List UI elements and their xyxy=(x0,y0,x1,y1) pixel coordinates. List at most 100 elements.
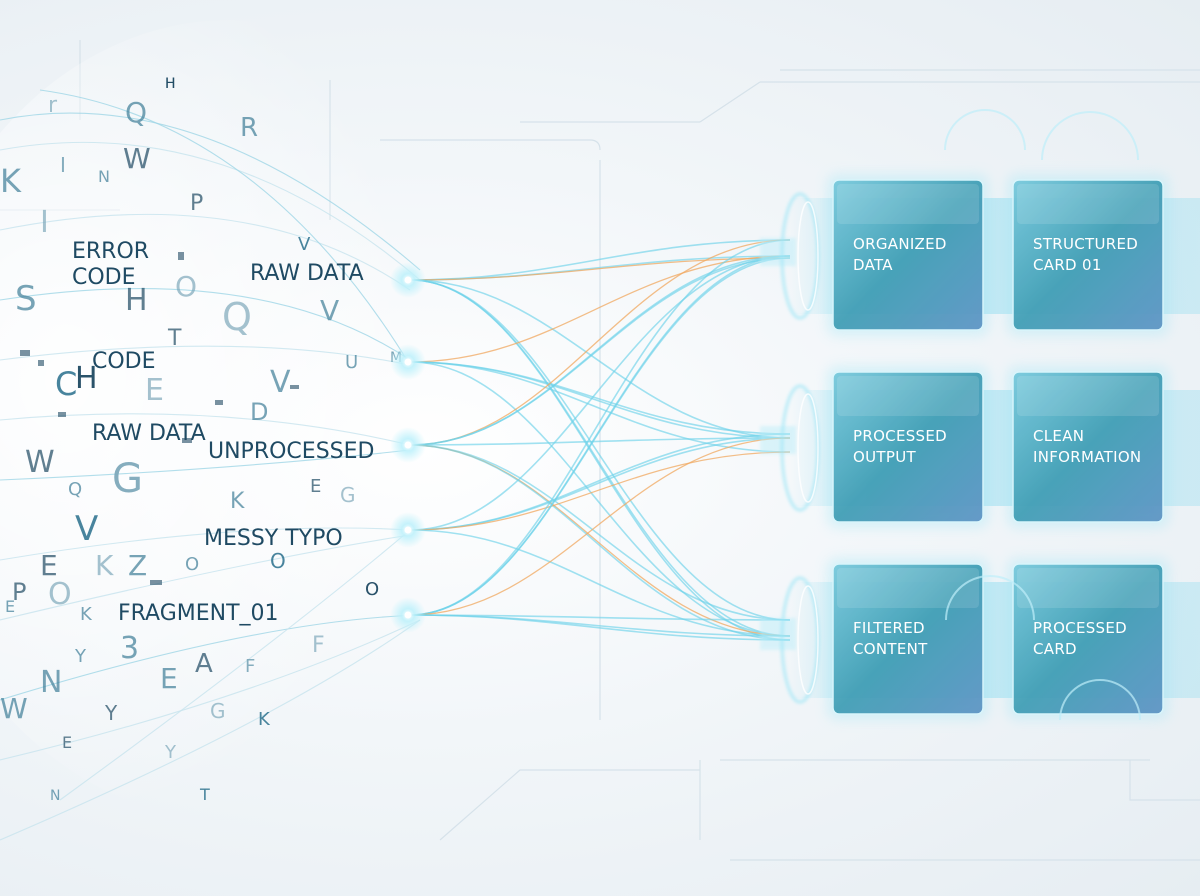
swirl-lines xyxy=(0,89,421,841)
data-stream xyxy=(409,451,791,531)
swirl-line xyxy=(0,112,421,271)
stream-source-nodes xyxy=(390,262,426,633)
output-card: CLEAN INFORMATION xyxy=(1007,366,1169,528)
data-stream-bundle xyxy=(404,238,796,650)
letter-fragment: H xyxy=(125,283,148,318)
glyph-shard xyxy=(20,350,30,356)
letter-fragment: Y xyxy=(74,646,87,667)
glyph-shard xyxy=(290,385,299,389)
card-label-line2: INFORMATION xyxy=(1033,448,1141,466)
swirl-line xyxy=(39,89,411,366)
swirl-line xyxy=(59,529,411,801)
card-sheen xyxy=(837,376,979,416)
letter-fragment: R xyxy=(240,113,258,143)
letter-fragment: V xyxy=(298,234,311,255)
letter-fragment: K xyxy=(95,549,114,582)
letter-fragment: Q xyxy=(125,96,147,129)
scattered-letter-fragments: HrQRWINKPIVSHOVCTQUMHEVDWGQKEGVOEKZOPOEK… xyxy=(0,76,402,804)
swirl-line xyxy=(0,614,421,701)
letter-fragment: K xyxy=(230,489,245,514)
card-label-line1: ORGANIZED xyxy=(853,235,947,253)
word-fragment: RAW DATA xyxy=(250,261,364,286)
card-sheen xyxy=(837,568,979,608)
letter-fragment: Q xyxy=(222,295,252,339)
letter-fragment: A xyxy=(195,649,213,679)
letter-fragment: Y xyxy=(104,701,118,725)
letter-fragment: H xyxy=(165,76,176,92)
letter-fragment: Q xyxy=(68,479,82,500)
letter-fragment: T xyxy=(199,785,210,804)
letter-fragment: W xyxy=(0,692,28,725)
letter-fragment: H xyxy=(75,361,98,396)
card-surface xyxy=(1012,371,1164,523)
letter-fragment: G xyxy=(340,483,356,507)
letter-fragment: W xyxy=(25,445,55,480)
glow-ring-inner xyxy=(797,393,819,503)
data-stream xyxy=(409,614,791,641)
data-stream xyxy=(409,529,791,637)
letter-fragment: E xyxy=(40,549,58,582)
card-label-line1: CLEAN xyxy=(1033,427,1084,445)
letter-fragment: O xyxy=(175,270,197,303)
glyph-shard xyxy=(215,400,223,405)
letter-fragment: D xyxy=(250,398,268,426)
decorative-arc xyxy=(1041,111,1139,161)
letter-fragment: O xyxy=(48,577,72,612)
card-label-line1: PROCESSED xyxy=(1033,619,1127,637)
letter-fragment: T xyxy=(167,326,182,351)
letter-fragment: E xyxy=(145,373,164,408)
word-fragment: CODE xyxy=(92,349,156,374)
letter-fragment: F xyxy=(245,656,255,677)
card-surface xyxy=(832,563,984,715)
swirl-line xyxy=(0,345,411,366)
card-sheen xyxy=(1017,184,1159,224)
decorative-arc xyxy=(945,575,1035,621)
data-stream xyxy=(409,437,791,616)
glyph-shard xyxy=(38,360,44,366)
card-sheen xyxy=(837,184,979,224)
letter-fragment: O xyxy=(185,554,199,575)
letter-fragment: S xyxy=(15,279,37,319)
decorative-arc xyxy=(1059,679,1141,721)
letter-fragment: I xyxy=(40,205,49,240)
data-stream xyxy=(409,437,791,531)
word-fragment: CODE xyxy=(72,265,136,290)
decorative-arc xyxy=(944,109,1026,151)
swirl-line xyxy=(0,449,411,481)
swirl-line xyxy=(0,288,411,361)
letter-fragment: N xyxy=(50,788,60,804)
letter-fragment: H xyxy=(165,76,176,92)
glyph-shard xyxy=(150,580,162,585)
word-fragment: MESSY TYPO xyxy=(204,526,343,551)
letter-fragment: Y xyxy=(164,742,177,763)
letter-fragment: E xyxy=(5,597,15,616)
card-label-line2: CARD 01 xyxy=(1033,256,1102,274)
letter-fragment: N xyxy=(98,167,110,186)
stream-source-core xyxy=(404,358,412,366)
letter-fragment: G xyxy=(210,699,226,723)
letter-fragment: K xyxy=(80,604,93,625)
swirl-line xyxy=(0,534,411,621)
letter-fragment: V xyxy=(270,365,291,400)
letter-fragment: N xyxy=(40,665,62,700)
data-stream xyxy=(409,239,791,281)
word-fragment: UNPROCESSED xyxy=(208,439,374,464)
card-sheen xyxy=(1017,568,1159,608)
letter-fragment: F xyxy=(312,633,325,658)
letter-fragment: I xyxy=(60,153,66,177)
letter-fragment: E xyxy=(62,733,72,752)
glyph-shard xyxy=(178,252,184,260)
letter-fragment: 3 xyxy=(120,631,139,666)
card-sheen xyxy=(1017,376,1159,416)
swirl-line xyxy=(0,527,411,561)
letter-fragment: U xyxy=(345,352,358,373)
data-stream xyxy=(409,361,791,637)
card-surface xyxy=(832,179,984,331)
